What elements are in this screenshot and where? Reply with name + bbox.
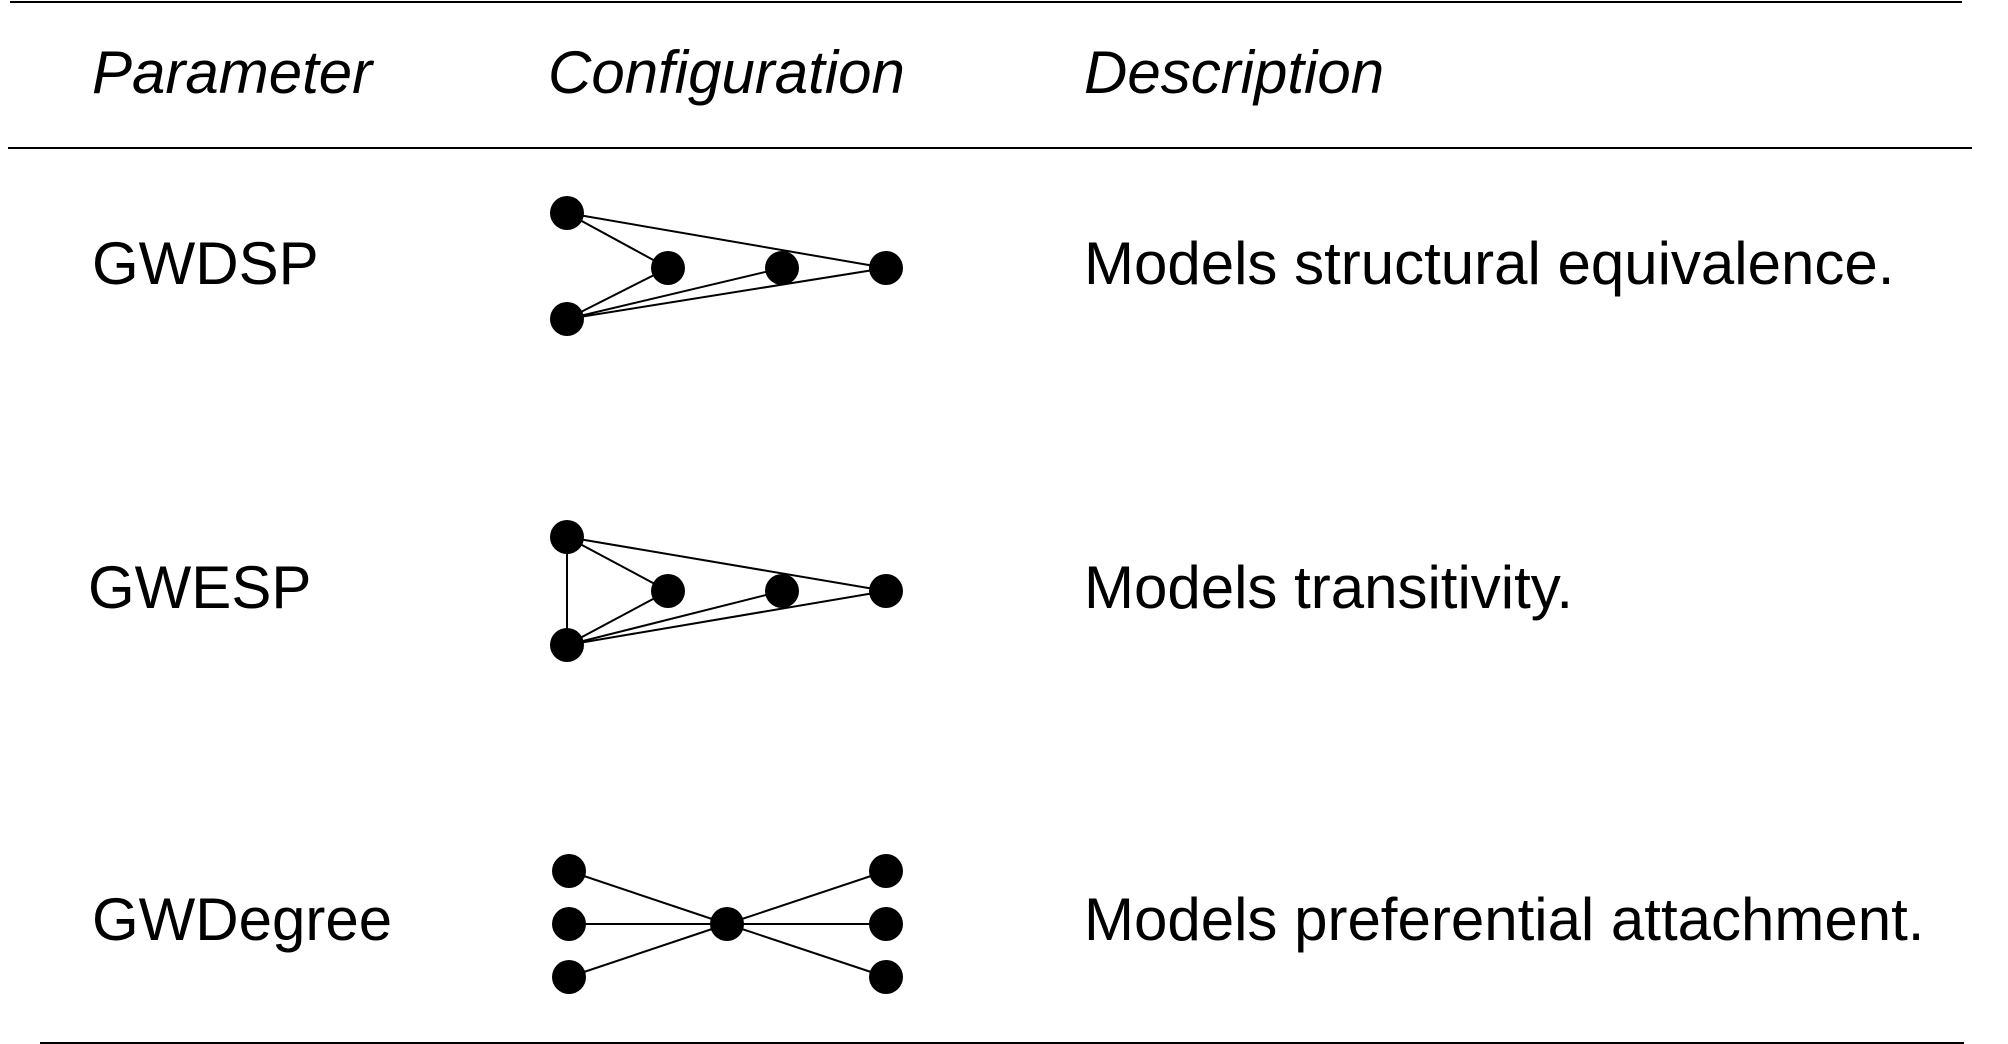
row-1-parameter: GWDSP [92, 230, 319, 297]
row-3-description: Models preferential attachment. [1084, 886, 1925, 953]
row-1-description: Models structural equivalence. [1084, 230, 1895, 297]
header-configuration: Configuration [548, 39, 905, 106]
header-rule [8, 147, 1972, 149]
top-rule [10, 1, 1962, 3]
header-description: Description [1084, 39, 1385, 106]
gwdsp-configuration-diagram [550, 196, 903, 336]
row-3-parameter: GWDegree [92, 886, 393, 953]
gwdegree-configuration-diagram [552, 854, 903, 994]
row-2-parameter: GWESP [88, 554, 312, 621]
gwesp-configuration-diagram [550, 520, 903, 662]
row-2-description: Models transitivity. [1084, 554, 1574, 621]
header-parameter: Parameter [92, 39, 373, 106]
